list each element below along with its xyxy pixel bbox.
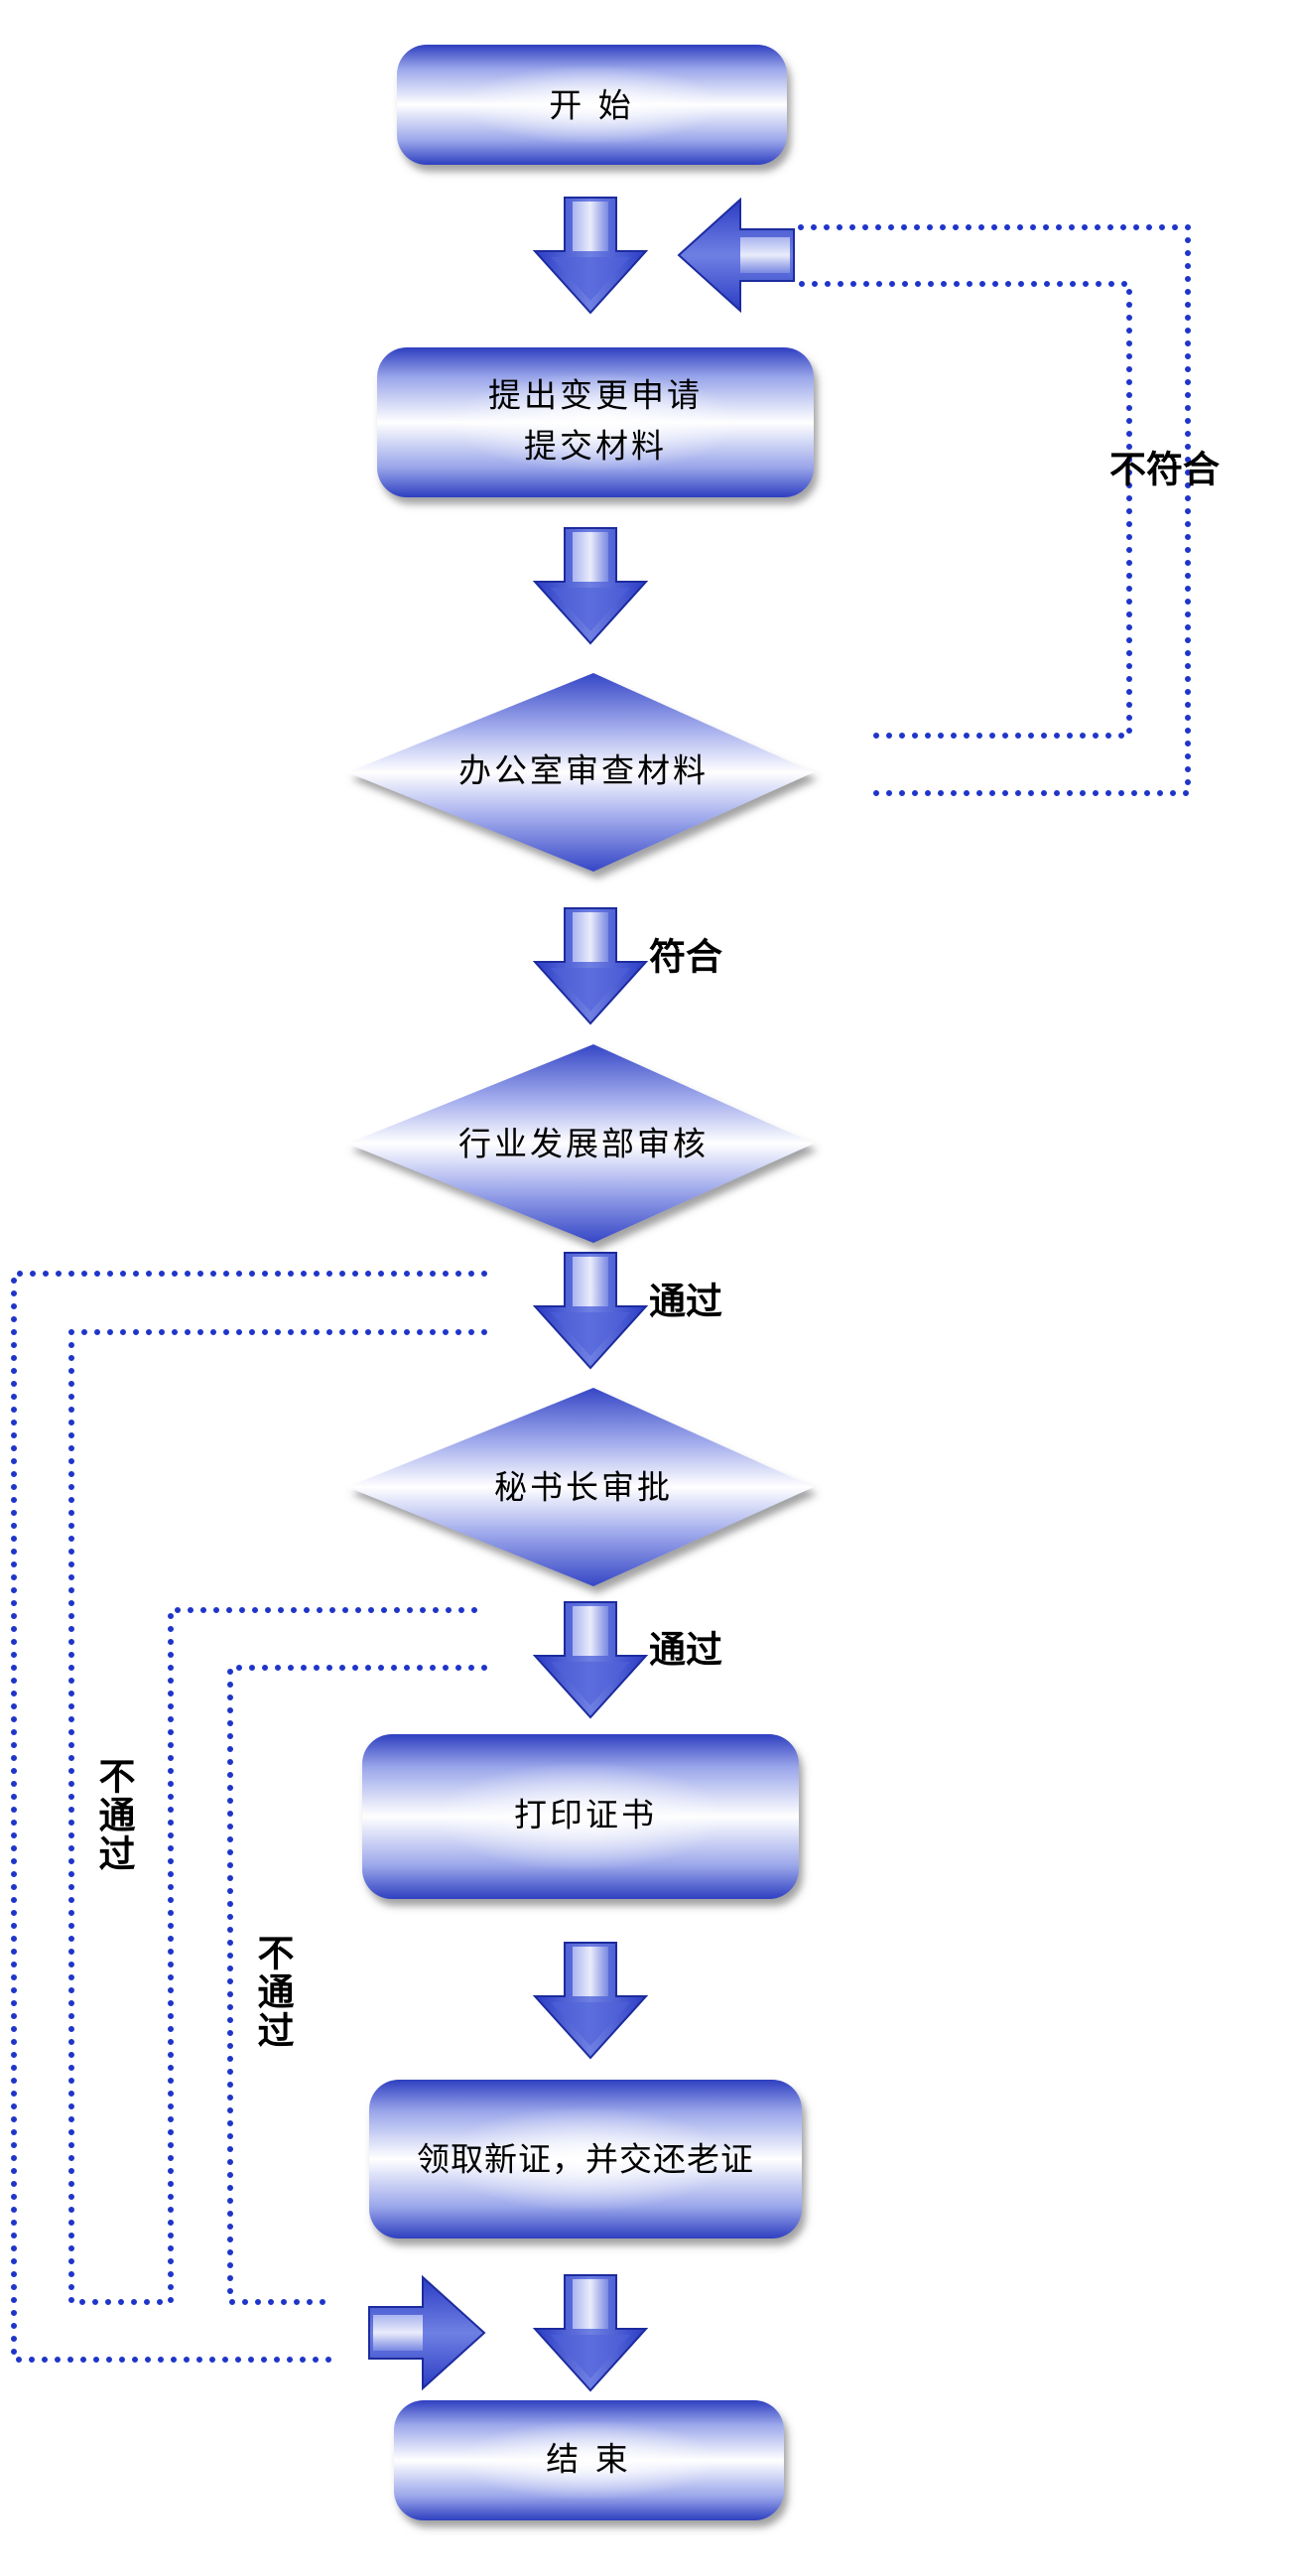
print-cert-node: 打印证书 — [362, 1734, 799, 1899]
edge-label-pass-1: 通过 — [649, 1281, 722, 1323]
arrow-left-not-conform-return — [678, 199, 795, 312]
office-review-diamond: 办公室审查材料 — [347, 673, 814, 872]
end-node: 结 束 — [394, 2400, 784, 2520]
arrow-down-office-to-dept — [534, 907, 647, 1024]
not-conform-loop-outer — [796, 224, 1191, 796]
arrow-down-start-to-apply — [534, 197, 647, 314]
arrow-down-secretary-to-print — [534, 1601, 647, 1718]
start-node: 开 始 — [397, 45, 787, 165]
edge-label-conform: 符合 — [649, 936, 722, 979]
start-label: 开 始 — [549, 86, 634, 125]
edge-label-fail-2: 不通过 — [251, 1934, 294, 2050]
edge-label-pass-2: 通过 — [649, 1629, 722, 1672]
print-cert-label: 打印证书 — [514, 1796, 657, 1834]
apply-node: 提出变更申请 提交材料 — [377, 347, 814, 497]
secretary-approval-diamond: 秘书长审批 — [347, 1388, 814, 1586]
not-conform-loop-inner — [796, 281, 1132, 739]
office-review-label: 办公室审查材料 — [458, 751, 709, 790]
secretary-fail-loop — [227, 1665, 487, 2305]
dept-fail-loop-inner — [68, 1329, 487, 2305]
collect-cert-node: 领取新证，并交还老证 — [369, 2080, 802, 2238]
dept-review-label: 行业发展部审核 — [458, 1125, 709, 1163]
arrow-down-apply-to-office — [534, 527, 647, 644]
edge-label-not-conform: 不符合 — [1109, 449, 1220, 491]
collect-cert-label: 领取新证，并交还老证 — [417, 2140, 754, 2179]
apply-label-line1: 提出变更申请 — [488, 376, 703, 415]
dept-fail-loop-outer — [11, 1271, 487, 2363]
arrow-down-collect-to-end — [534, 2274, 647, 2391]
edge-label-fail-1: 不通过 — [92, 1757, 135, 1873]
arrow-right-fail-to-end — [368, 2276, 485, 2389]
dept-review-diamond: 行业发展部审核 — [347, 1044, 814, 1243]
secretary-approval-label: 秘书长审批 — [494, 1468, 673, 1507]
end-label: 结 束 — [546, 2440, 631, 2479]
arrow-down-print-to-collect — [534, 1942, 647, 2059]
apply-label-line2: 提交材料 — [524, 427, 667, 466]
arrow-down-dept-to-secretary — [534, 1252, 647, 1369]
